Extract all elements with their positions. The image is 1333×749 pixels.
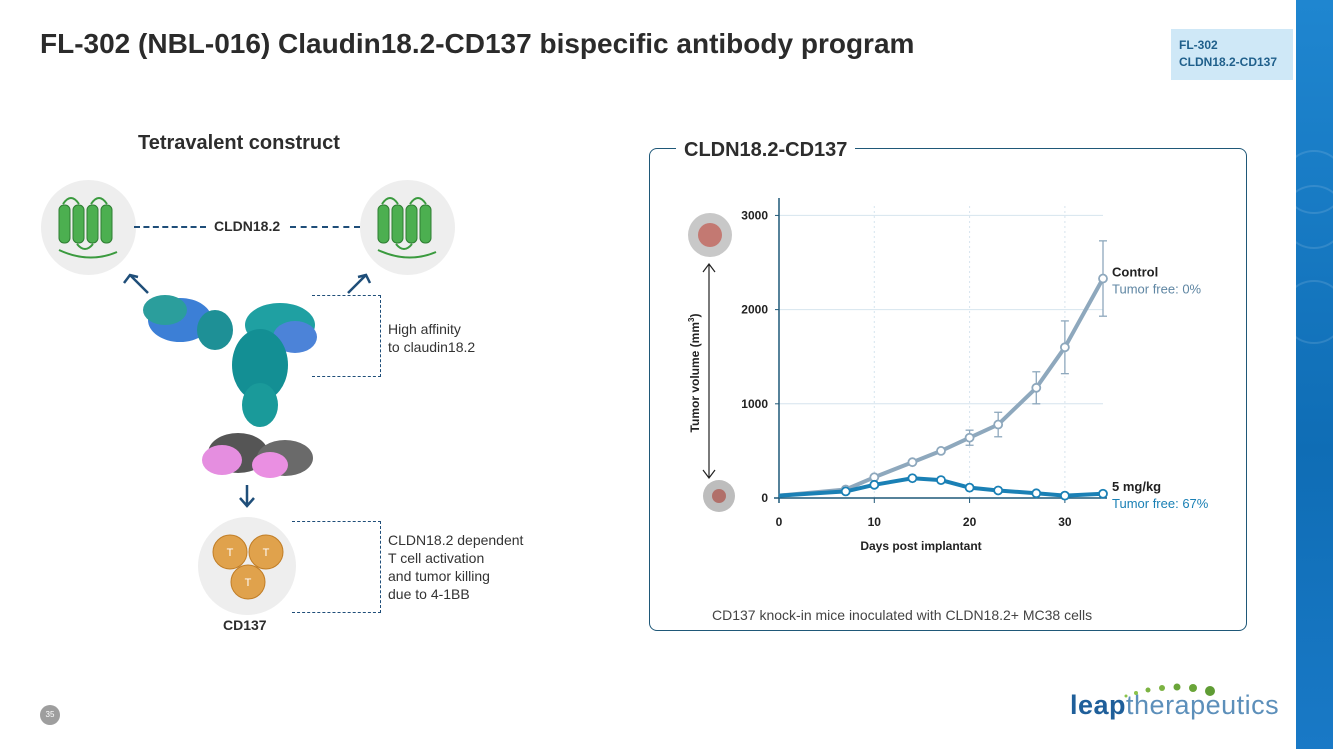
y-tick-label: 1000: [741, 397, 768, 411]
antibody-fab-arms: [143, 295, 317, 427]
data-point: [1098, 488, 1108, 499]
arrow-up-left-icon: [123, 273, 149, 294]
program-tag-line1: FL-302: [1179, 38, 1218, 52]
cd137-label: CD137: [223, 617, 267, 633]
tcell-icon: [212, 534, 248, 570]
company-logo: leaptherapeutics: [1070, 683, 1280, 721]
logo-bold: leap: [1070, 690, 1127, 720]
data-point: [936, 475, 946, 486]
x-tick-label: 10: [868, 515, 882, 529]
data-point: [936, 446, 946, 456]
tcell-letter: T: [227, 547, 234, 559]
logo-rest: therapeutics: [1126, 690, 1280, 720]
affinity-note: High affinity to claudin18.2: [388, 321, 476, 355]
tcell-letter: T: [263, 547, 270, 559]
data-point: [869, 479, 880, 490]
connector-dash: [290, 226, 360, 228]
x-tick-label: 0: [776, 515, 783, 529]
arrow-up-right-icon: [347, 273, 372, 294]
chart-title: CLDN18.2-CD137: [676, 139, 856, 162]
data-point: [840, 486, 851, 497]
activation-note: CLDN18.2 dependent T cell activation and…: [388, 532, 524, 602]
series-line: [778, 277, 1105, 498]
activation-bracket: [292, 521, 381, 613]
series-annotation: Tumor free: 67%: [1112, 496, 1209, 511]
series-annotation: Tumor free: 0%: [1112, 282, 1202, 297]
tcell-cluster: T T T: [212, 534, 284, 600]
data-point: [1031, 382, 1042, 393]
antibody-structure: [123, 273, 372, 508]
data-point: [1059, 490, 1070, 501]
data-point: [1059, 342, 1070, 353]
connector-dash: [134, 226, 206, 228]
claudin-protein-circle-left: [41, 180, 136, 275]
tumor-volume-chart: Tumor volume (mm3) Days post implantant …: [687, 198, 1209, 553]
tcell-icon: [248, 534, 284, 570]
data-point: [1098, 273, 1108, 284]
page-title: FL-302 (NBL-016) Claudin18.2-CD137 bispe…: [40, 28, 915, 59]
y-tick-label: 2000: [741, 303, 768, 317]
x-tick-label: 30: [1058, 515, 1072, 529]
cldn-target-label: CLDN18.2: [214, 218, 281, 234]
antibody-fc-region: [202, 433, 313, 478]
brand-side-bar: [1282, 0, 1333, 749]
tcell-letter: T: [245, 577, 252, 589]
y-axis-title: Tumor volume (mm3): [687, 314, 702, 433]
x-tick-label: 20: [963, 515, 977, 529]
program-tag-line2: CLDN18.2-CD137: [1179, 55, 1278, 69]
series-line: [778, 476, 1104, 498]
y-tick-label: 0: [761, 491, 768, 505]
data-point: [907, 457, 918, 468]
tumor-vessel-mark: [712, 489, 726, 503]
program-tag: FL-302 CLDN18.2-CD137: [1171, 29, 1293, 80]
logo-dots-icon: [1124, 683, 1215, 698]
affinity-bracket: [312, 295, 381, 377]
claudin-protein-icon: [58, 197, 118, 259]
construct-heading: Tetravalent construct: [138, 132, 340, 154]
data-point: [993, 485, 1004, 496]
double-arrow-icon: [702, 263, 716, 479]
series-name-label: Control: [1112, 265, 1158, 280]
tumor-icons: [688, 213, 735, 512]
decor-ring: [1282, 280, 1333, 344]
claudin-protein-circle-right: [360, 180, 455, 275]
data-point: [964, 482, 975, 493]
data-point: [1031, 488, 1042, 499]
chart-panel: [649, 148, 1247, 631]
arrow-down-icon: [239, 485, 255, 508]
tumor-vessel-mark: [698, 223, 722, 247]
chart-footnote: CD137 knock-in mice inoculated with CLDN…: [712, 607, 1093, 623]
y-tick-label: 3000: [741, 208, 768, 222]
page-number: 35: [40, 705, 60, 725]
tcell-icon: [230, 564, 266, 600]
data-point: [993, 419, 1004, 430]
claudin-protein-icon: [377, 197, 437, 259]
data-point: [964, 432, 975, 443]
x-axis-title: Days post implantant: [860, 539, 981, 553]
cd137-tcell-circle: T T T: [198, 517, 296, 615]
data-point: [907, 473, 918, 484]
series-name-label: 5 mg/kg: [1112, 479, 1161, 494]
decor-ring: [1282, 185, 1333, 249]
